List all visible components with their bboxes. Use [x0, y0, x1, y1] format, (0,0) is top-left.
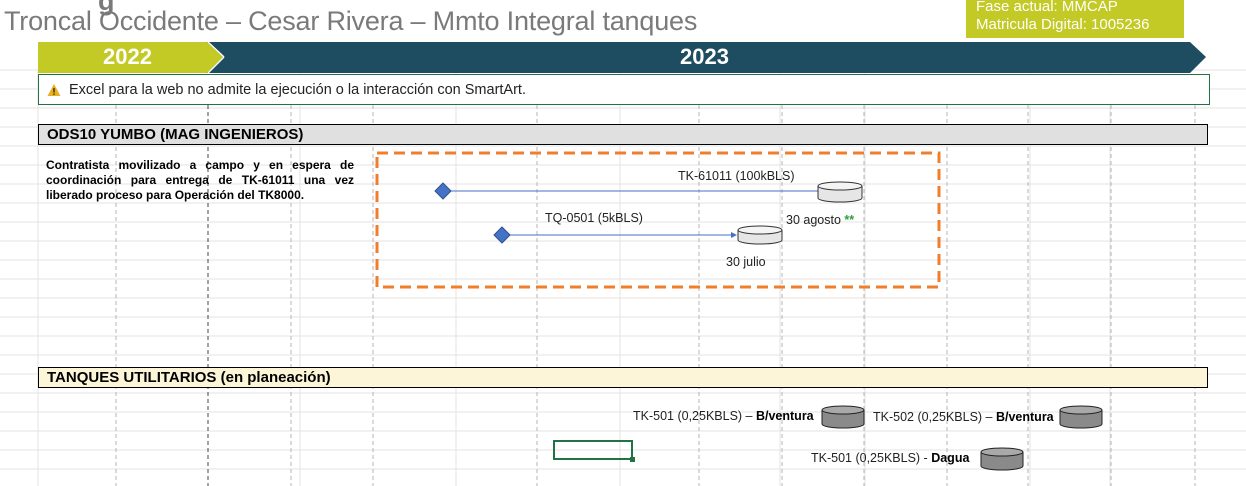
tk501-bventura-location: B/ventura [755, 409, 814, 423]
year-2022-label: 2022 [103, 44, 152, 69]
tk502-bventura-label: TK-502 (0,25KBLS) – B/ventura [873, 410, 1054, 424]
section-ods10-header: ODS10 YUMBO (MAG INGENIEROS) [38, 124, 1208, 145]
tk61011-tank-icon [817, 181, 863, 203]
year-2023-label: 2023 [680, 44, 729, 69]
tk501-bventura-label: TK-501 (0,25KBLS) – B/ventura [633, 409, 814, 423]
notice-text: Excel para la web no admite la ejecución… [69, 81, 526, 98]
tk61011-date-text: 30 agosto [786, 213, 841, 227]
warning-icon [47, 83, 61, 96]
tk501-bventura-tank-icon [821, 405, 865, 429]
tq0501-tank-icon [737, 225, 783, 245]
tk501-dagua-tank-icon [980, 447, 1024, 471]
title-overflow-glyph: g [98, 0, 115, 16]
year-2023-chevron [207, 42, 1206, 73]
matricula-line: Matricula Digital: 1005236 [976, 16, 1150, 33]
tk61011-asterisk: ** [844, 213, 855, 227]
tk501-dagua-location: Dagua [931, 451, 970, 465]
smartart-notice: Excel para la web no admite la ejecución… [38, 74, 1210, 105]
selected-cell[interactable] [553, 440, 633, 460]
page-title: Troncal Occidente – Cesar Rivera – Mmto … [4, 6, 698, 36]
fill-handle[interactable] [630, 457, 635, 462]
section-ods10-description: Contratista movilizado a campo y en espe… [46, 158, 354, 202]
tq0501-start-diamond [493, 226, 511, 244]
tk501-dagua-label: TK-501 (0,25KBLS) - Dagua [811, 451, 969, 465]
ods10-dashed-frame [375, 151, 941, 289]
year-2022-chevron [38, 42, 224, 73]
phase-line: Fase actual: MMCAP [976, 0, 1118, 15]
year-timeline [38, 41, 1206, 74]
tk502-bventura-location: B/ventura [995, 410, 1054, 424]
tk502-bventura-name: TK-502 (0,25KBLS) – [873, 410, 996, 424]
tq0501-label: TQ-0501 (5kBLS) [545, 211, 643, 225]
tk61011-label: TK-61011 (100kBLS) [678, 169, 795, 183]
tk61011-date: 30 agosto ** [786, 213, 854, 227]
tk502-bventura-tank-icon [1059, 405, 1103, 429]
section-utility-tanks-header: TANQUES UTILITARIOS (en planeación) [38, 367, 1208, 388]
tk501-dagua-name: TK-501 (0,25KBLS) - [811, 451, 932, 465]
tq0501-date: 30 julio [726, 255, 766, 269]
tk501-bventura-name: TK-501 (0,25KBLS) – [633, 409, 756, 423]
tk61011-start-diamond [434, 182, 452, 200]
phase-badge: Fase actual: MMCAP Matricula Digital: 10… [966, 0, 1184, 38]
